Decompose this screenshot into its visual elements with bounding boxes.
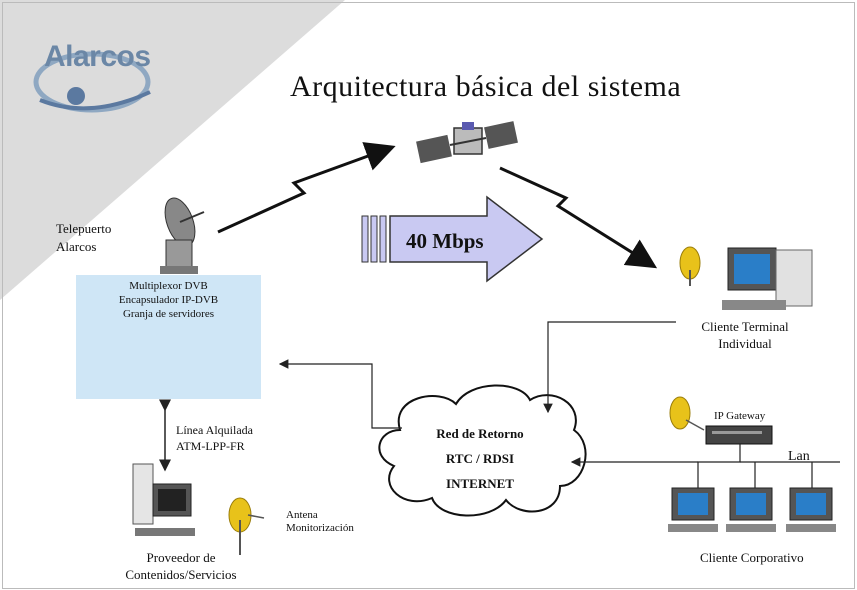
server-farm-line: Encapsulador IP-DVB — [118, 294, 219, 306]
return-network-line2: RTC / RDSI — [445, 451, 515, 466]
bandwidth-arrow-icon — [361, 195, 544, 283]
monitor-antenna-label-line2: Monitorización — [286, 522, 354, 534]
client-to-cloud-connector — [543, 321, 676, 414]
provider-computer-icon — [132, 463, 195, 536]
provider-label: Proveedor de Contenidos/Servicios — [116, 549, 246, 583]
downlink-arrow — [499, 166, 658, 269]
corporate-client-label: Cliente Corporativo — [700, 550, 804, 565]
corporate-computers-icon — [668, 487, 836, 532]
monitoring-antenna-icon — [228, 497, 265, 555]
gateway-label: IP Gateway — [714, 410, 766, 422]
lan-connectors — [697, 444, 840, 488]
leased-line-label-line2: ATM-LPP-FR — [176, 439, 245, 453]
cloud-to-server-connector — [278, 359, 402, 429]
return-network-line1: Red de Retorno — [436, 426, 524, 441]
ip-gateway-icon — [705, 425, 773, 445]
client-dish-icon — [679, 246, 701, 286]
individual-computer-icon — [722, 247, 813, 310]
lan-label: Lan — [788, 449, 810, 464]
leased-line-label: Línea Alquilada ATM-LPP-FR — [176, 422, 253, 454]
teleport-label: Telepuerto Alarcos — [56, 220, 111, 256]
logo: Alarcos — [44, 40, 151, 73]
individual-client-label-line1: Cliente Terminal — [701, 319, 789, 334]
teleport-label-line1: Telepuerto — [56, 221, 112, 236]
uplink-arrow — [217, 142, 396, 234]
bandwidth-label: 40 Mbps — [406, 229, 484, 253]
return-network-line3: INTERNET — [446, 476, 514, 491]
provider-label-line2: Contenidos/Servicios — [125, 567, 237, 582]
satellite-icon — [416, 121, 518, 164]
monitor-antenna-label-line1: Antena — [286, 509, 318, 521]
server-farm-line: Granja de servidores — [122, 308, 215, 320]
server-farm-box: Multiplexor DVB Encapsulador IP-DVB Gran… — [76, 275, 261, 399]
leased-line-label-line1: Línea Alquilada — [176, 423, 253, 437]
return-network-cloud — [378, 384, 587, 517]
provider-label-line1: Proveedor de — [146, 550, 216, 565]
corner-decoration — [0, 0, 345, 300]
individual-client-label-line2: Individual — [718, 336, 772, 351]
alarcos-logo-icon — [33, 51, 151, 113]
teleport-label-line2: Alarcos — [56, 239, 97, 254]
page-title: Arquitectura básica del sistema — [290, 70, 682, 103]
monitor-antenna-label: Antena Monitorización — [286, 509, 354, 535]
return-network-label: Red de Retorno RTC / RDSI INTERNET — [405, 426, 555, 492]
server-farm-line: Multiplexor DVB — [129, 280, 208, 292]
gateway-dish-icon — [669, 396, 705, 431]
individual-client-label: Cliente Terminal Individual — [680, 318, 810, 352]
teleport-dish-icon — [160, 197, 205, 274]
